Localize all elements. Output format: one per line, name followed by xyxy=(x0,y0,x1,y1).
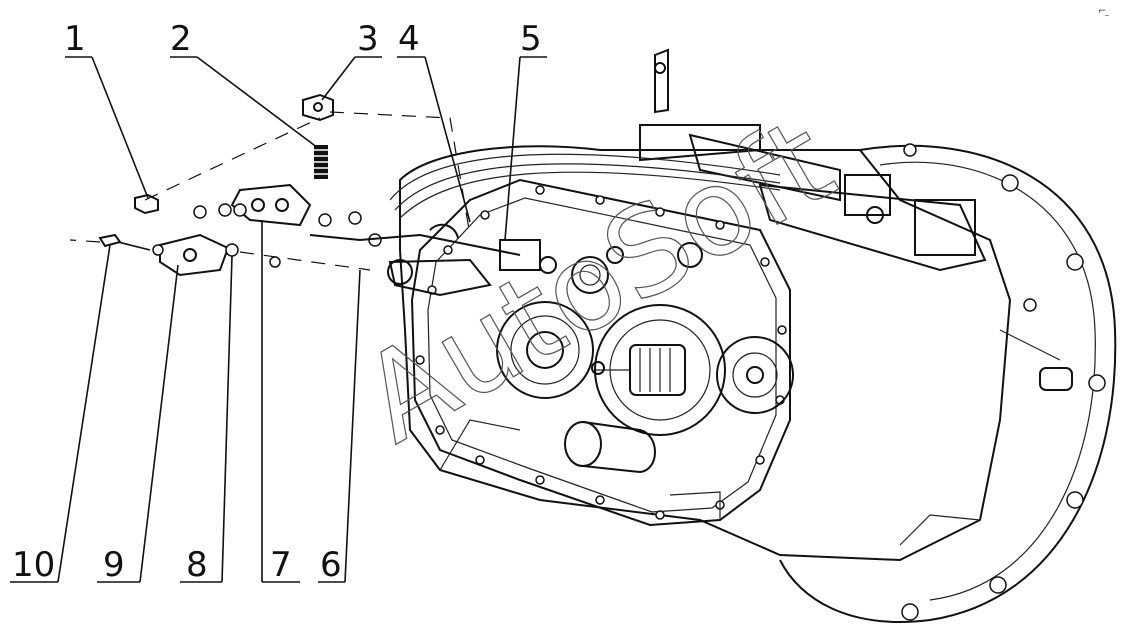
callout-3: 3 xyxy=(357,19,379,59)
housing-bolts xyxy=(901,143,1106,621)
corner-mark: ⌐ ̤ xyxy=(1098,6,1110,17)
shift-linkage xyxy=(389,48,987,272)
callout-8: 8 xyxy=(186,545,208,585)
callout-4: 4 xyxy=(398,19,420,59)
bearing-left xyxy=(496,301,594,399)
callout-labels: 1 2 3 4 5 6 7 8 9 10 xyxy=(12,19,542,585)
flange-bolts xyxy=(415,185,787,520)
callout-7: 7 xyxy=(270,545,292,585)
small-gear xyxy=(571,242,703,294)
callout-9: 9 xyxy=(103,545,125,585)
callout-5: 5 xyxy=(520,19,542,59)
callout-1: 1 xyxy=(64,19,86,59)
bearing-right xyxy=(716,336,794,414)
transmission-housing xyxy=(399,143,1117,623)
lower-cylinder xyxy=(564,421,656,474)
callout-2: 2 xyxy=(170,19,192,59)
callout-6: 6 xyxy=(320,545,342,585)
input-shaft xyxy=(591,304,726,436)
loose-parts xyxy=(69,93,557,297)
spring xyxy=(314,145,328,179)
leader-lines xyxy=(10,56,547,583)
callout-10: 10 xyxy=(12,545,55,585)
